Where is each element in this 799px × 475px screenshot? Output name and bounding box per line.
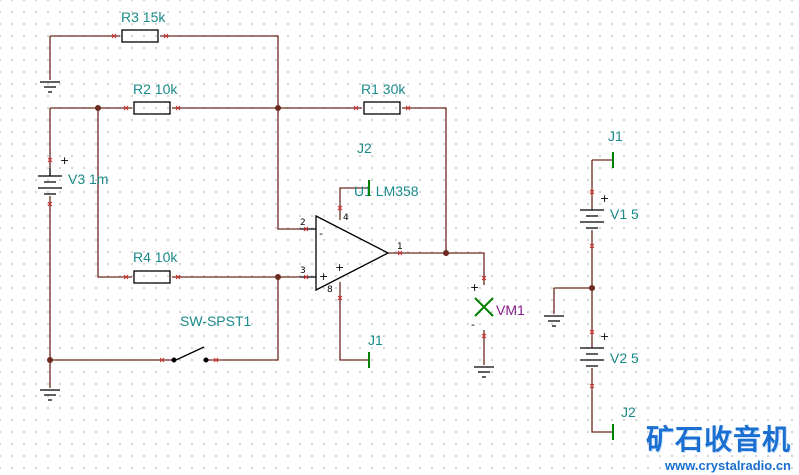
svg-text:J2: J2: [357, 140, 372, 156]
switch-label: SW-SPST1: [180, 313, 252, 329]
watermark-url: www.crystalradio.cn: [665, 458, 791, 473]
svg-text:+: +: [600, 330, 609, 343]
r4-label: R4 10k: [133, 249, 178, 265]
v1-label: V1 5: [610, 206, 639, 222]
connector-j2-right[interactable]: J2: [612, 404, 636, 440]
r1-label: R1 30k: [361, 81, 406, 97]
connector-j2-top[interactable]: J2: [357, 140, 372, 196]
junction-dots: [47, 105, 595, 363]
svg-text:-: -: [471, 318, 475, 331]
connector-j1-bottom[interactable]: J1: [368, 332, 383, 368]
svg-text:+: +: [60, 154, 69, 167]
svg-text:1: 1: [397, 242, 403, 252]
battery-v1[interactable]: + V1 5: [580, 192, 639, 229]
ground-symbol-top-left: [40, 81, 60, 93]
watermark: 矿石收音机 www.crystalradio.cn: [646, 418, 791, 473]
svg-text:8: 8: [327, 285, 333, 295]
svg-text:+: +: [600, 192, 609, 205]
svg-text:+: +: [470, 281, 479, 294]
svg-text:+: +: [319, 270, 328, 283]
r2-label: R2 10k: [133, 81, 178, 97]
svg-text:+: +: [335, 261, 344, 274]
u1-label: U1 LM358: [354, 183, 419, 199]
svg-text:J1: J1: [368, 332, 383, 348]
v2-label: V2 5: [610, 350, 639, 366]
ground-symbol-meter: [474, 366, 494, 378]
switch-sw-spst1[interactable]: SW-SPST1: [171, 313, 252, 363]
svg-text:4: 4: [343, 213, 349, 223]
wires: [49, 35, 612, 433]
vm1-label: VM1: [496, 302, 525, 318]
svg-text:J2: J2: [621, 404, 636, 420]
voltmeter-vm1[interactable]: + - VM1: [470, 281, 525, 331]
connector-j1-right[interactable]: J1: [608, 128, 623, 168]
v3-label: V3 1m: [68, 171, 108, 187]
resistor-r4[interactable]: R4 10k: [133, 249, 178, 284]
opamp-u1[interactable]: - + + 2 3 1 4 8 U1 LM358: [300, 183, 419, 295]
svg-text:2: 2: [300, 218, 306, 228]
battery-v2[interactable]: + V2 5: [580, 330, 639, 367]
ground-symbol-bottom-left: [40, 389, 60, 401]
battery-v3[interactable]: + V3 1m: [38, 154, 108, 195]
resistor-r2[interactable]: R2 10k: [133, 81, 178, 115]
svg-text:J1: J1: [608, 128, 623, 144]
pin-markers: [47, 33, 595, 389]
r3-label: R3 15k: [121, 9, 166, 25]
ground-symbol-right: [544, 315, 564, 327]
watermark-title: 矿石收音机: [645, 423, 791, 456]
resistor-r3[interactable]: R3 15k: [121, 9, 166, 43]
svg-text:-: -: [319, 227, 323, 240]
svg-text:3: 3: [300, 266, 306, 276]
resistor-r1[interactable]: R1 30k: [361, 81, 406, 115]
